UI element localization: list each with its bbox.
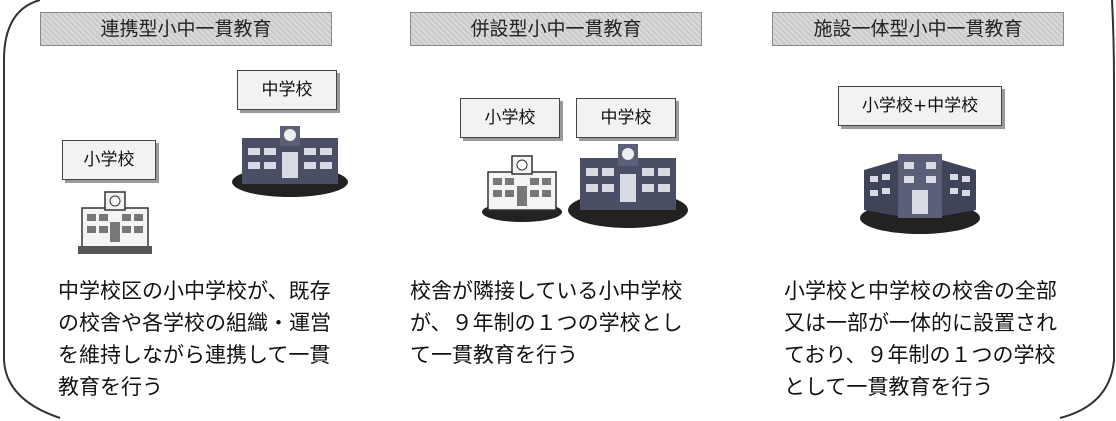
column-title: 連携型小中一貫教育 bbox=[40, 12, 332, 46]
description-line: の校舎や各学校の組織・運営 bbox=[58, 311, 331, 335]
description-line: ており、９年制の１つの学校 bbox=[784, 343, 1056, 367]
description-line: を維持しながら連携して一貫 bbox=[58, 343, 331, 367]
column-heisetsu: 併設型小中一貫教育 小学校 中学校 校舎が隣接している小中学校 が、９年制の１つ bbox=[370, 0, 710, 421]
integrated-school-building-icon bbox=[860, 154, 980, 234]
column-title: 併設型小中一貫教育 bbox=[410, 12, 702, 46]
description-line: て一貫教育を行う bbox=[410, 343, 578, 367]
elementary-school-building-icon bbox=[78, 191, 152, 254]
description-text: 小学校と中学校の校舎の全部 又は一部が一体的に設置され ており、９年制の１つの学… bbox=[784, 275, 1057, 403]
label-elementary-school: 小学校 bbox=[460, 98, 560, 138]
description-line: 又は一部が一体的に設置され bbox=[784, 311, 1057, 335]
label-middle-school: 中学校 bbox=[237, 70, 337, 110]
label-integrated-school: 小学校+中学校 bbox=[838, 86, 1002, 126]
description-line: 小学校と中学校の校舎の全部 bbox=[784, 279, 1057, 303]
middle-school-building-icon bbox=[568, 144, 688, 228]
description-line: として一貫教育を行う bbox=[784, 375, 994, 399]
description-line: 教育を行う bbox=[58, 375, 163, 399]
elementary-school-building-icon bbox=[482, 155, 562, 222]
description-line: 校舎が隣接している小中学校 bbox=[410, 279, 683, 303]
description-line: が、９年制の１つの学校とし bbox=[410, 311, 683, 335]
description-text: 校舎が隣接している小中学校 が、９年制の１つの学校とし て一貫教育を行う bbox=[410, 275, 683, 371]
column-renkei: 連携型小中一貫教育 中学校 小学校 中学校区の小中学校が、既存 の校舎や各学校の bbox=[0, 0, 348, 421]
label-middle-school: 中学校 bbox=[576, 98, 676, 138]
column-title: 施設一体型小中一貫教育 bbox=[772, 12, 1064, 46]
column-shisetsu-ittai: 施設一体型小中一貫教育 小学校+中学校 小学校と中学校の校舎の全部 又は一部が一… bbox=[740, 0, 1080, 421]
label-elementary-school: 小学校 bbox=[62, 140, 156, 180]
description-line: 中学校区の小中学校が、既存 bbox=[58, 279, 331, 303]
description-text: 中学校区の小中学校が、既存 の校舎や各学校の組織・運営 を維持しながら連携して一… bbox=[58, 275, 331, 403]
middle-school-building-icon bbox=[232, 126, 348, 197]
